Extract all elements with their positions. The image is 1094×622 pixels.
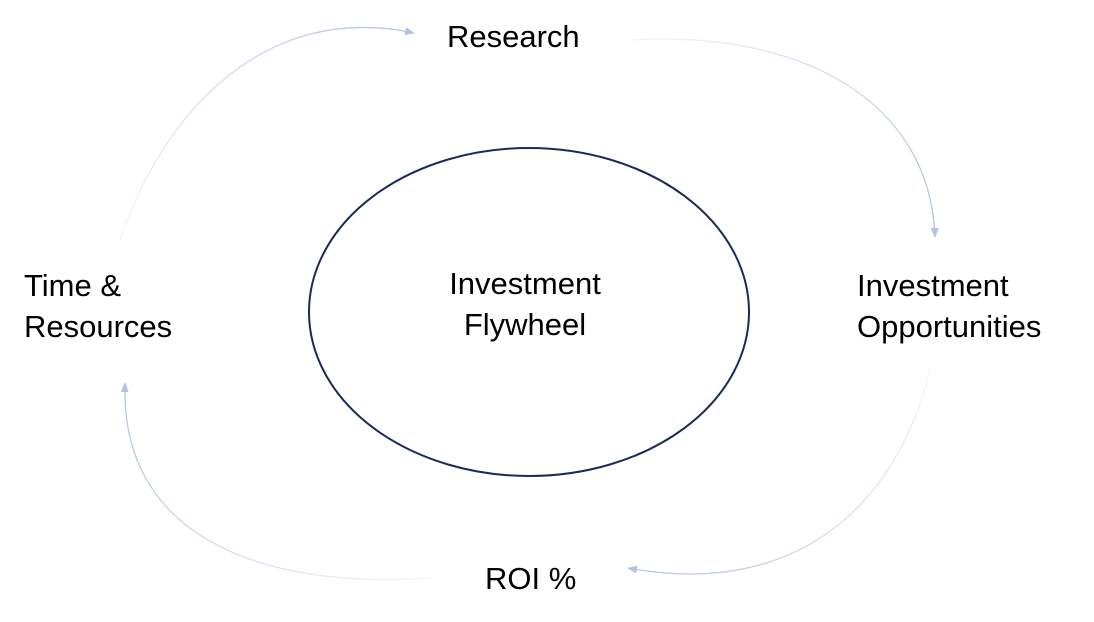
center-line1: Investment (449, 266, 601, 301)
arrow-time-to-research (119, 26, 415, 241)
node-roi: ROI % (485, 561, 577, 596)
node-time-resources: Time & Resources (24, 265, 172, 347)
arrow-research-to-opportunities (631, 38, 939, 238)
node-investment-opportunities: Investment Opportunities (857, 265, 1041, 347)
node-opportunities-line1: Investment (857, 268, 1009, 303)
center-label: Investment Flywheel (405, 263, 645, 345)
node-time-line1: Time & (24, 268, 122, 303)
flywheel-ellipse (308, 147, 750, 477)
center-line2: Flywheel (463, 307, 587, 342)
node-opportunities-line2: Opportunities (857, 309, 1042, 344)
arrow-roi-to-time (120, 382, 431, 581)
node-time-line2: Resources (24, 309, 173, 344)
arrow-opportunities-to-roi (627, 367, 931, 575)
node-research: Research (447, 19, 580, 54)
